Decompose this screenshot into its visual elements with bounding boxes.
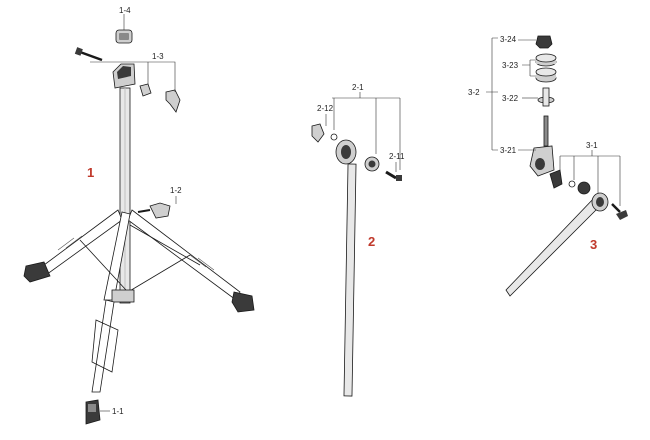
label-1-3: 1-3 <box>152 52 164 61</box>
part-1-3-wingnut <box>139 83 181 113</box>
label-1-1: 1-1 <box>112 407 124 416</box>
tube-top-holder <box>112 63 136 89</box>
stand-legs <box>39 209 241 393</box>
label-2-12: 2-12 <box>317 104 334 113</box>
part-3-22-washer-sleeve <box>537 87 555 107</box>
label-1-2: 1-2 <box>170 186 182 195</box>
label-3-23: 3-23 <box>502 61 519 70</box>
assembly-label-1: 1 <box>87 165 94 180</box>
label-3-21: 3-21 <box>500 146 517 155</box>
assembly-label-3: 3 <box>590 237 597 252</box>
assembly-1-stand: 1-4 1-3 1-2 1-1 1 <box>23 6 255 425</box>
part-bolt <box>74 47 103 62</box>
cymbal-arm-rod <box>505 192 609 297</box>
stand-feet <box>23 261 255 313</box>
label-3-24: 3-24 <box>500 35 517 44</box>
part-1-2-wingbolt <box>137 202 171 219</box>
label-3-1: 3-1 <box>586 141 598 150</box>
label-2-11: 2-11 <box>389 152 405 161</box>
assembly-3-cymbal-arm: 3-24 3-23 3-2 3-22 3-21 3-1 3 <box>468 35 628 297</box>
part-3-23-felts <box>535 53 557 83</box>
label-3-2: 3-2 <box>468 88 480 97</box>
part-3-21-tilter-rod <box>529 115 555 177</box>
assembly-2-boom: 2-1 2-12 2-11 2 <box>311 83 405 397</box>
boom-clamp-head <box>335 139 357 165</box>
stand-main-tube <box>119 87 131 304</box>
part-3-1-hardware <box>549 169 591 195</box>
part-1-1-foot <box>85 399 101 425</box>
label-1-4: 1-4 <box>119 6 131 15</box>
boom-rod <box>343 163 357 397</box>
label-2-1: 2-1 <box>352 83 364 92</box>
part-bolt-tbar <box>611 203 628 220</box>
assembly-label-2: 2 <box>368 234 375 249</box>
part-1-4-clamp-knob <box>115 29 133 44</box>
part-3-24-cap-nut <box>535 35 553 49</box>
part-2-11-bolt <box>364 156 402 181</box>
part-2-12-wingnut <box>311 123 338 143</box>
label-3-22: 3-22 <box>502 94 519 103</box>
